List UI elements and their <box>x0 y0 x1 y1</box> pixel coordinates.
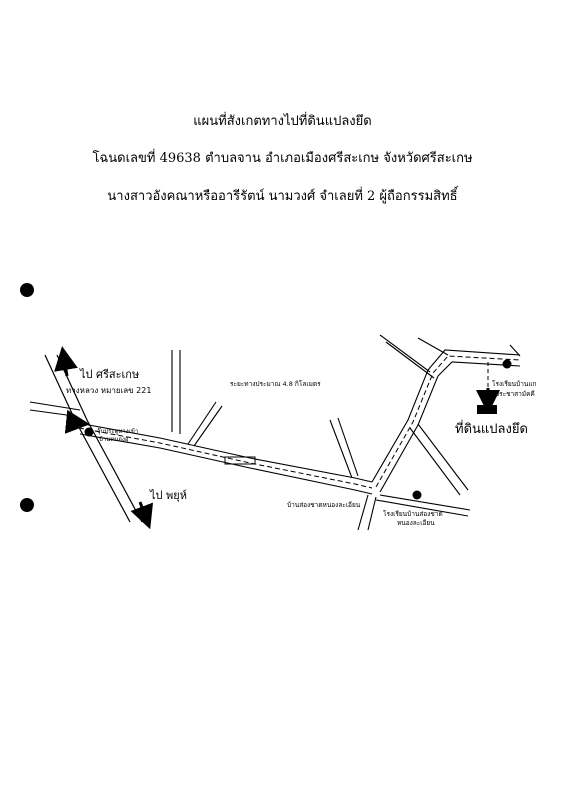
land-marker <box>477 405 497 414</box>
main-route <box>77 422 373 495</box>
label-junction-1: จุ๊บประตูทางเข้า <box>97 428 138 435</box>
school-marker-1 <box>412 490 422 500</box>
deed-info: โฉนดเลขที่ 49638 ตำบลจาน อำเภอเมืองศรีสะ… <box>92 151 473 166</box>
arrow-to-phayu <box>130 501 154 530</box>
punch-hole-bottom <box>20 498 34 512</box>
label-school1-1: โรงเรียนบ้านส่องชาด <box>383 510 443 518</box>
junction-marker <box>84 427 94 437</box>
label-land: ที่ดินแปลงยึด <box>455 420 528 437</box>
label-distance: ระยะทางประมาณ 4.8 กิโลเมตร <box>230 380 321 388</box>
other-roads <box>357 334 521 531</box>
route-map: ไป ศรีสะเกษ ทางหลวง หมายเลข 221 ไป พยุห์… <box>29 334 537 531</box>
label-junction-2: บ้านหนองอู <box>99 436 129 443</box>
arrow-entrance <box>64 409 90 434</box>
label-to-sisaket: ไป ศรีสะเกษ <box>79 368 139 381</box>
punch-hole-top <box>20 283 34 297</box>
label-school2-2: ประชาสามัคคี <box>495 390 535 398</box>
label-village: บ้านส่องชาดหนองละเอียน <box>287 501 361 509</box>
school-marker-2 <box>502 359 512 369</box>
map-title: แผนที่สังเกตทางไปที่ดินแปลงยึด <box>193 114 372 129</box>
arrow-to-sisaket <box>54 346 78 377</box>
route-to-land <box>371 349 521 493</box>
label-school1-2: หนองละเอียน <box>397 519 435 527</box>
roadside-building <box>224 456 256 465</box>
label-to-phayu: ไป พยุห์ <box>149 489 187 502</box>
label-school2-1: โรงเรียนบ้านแก <box>492 380 537 388</box>
label-highway: ทางหลวง หมายเลข 221 <box>66 386 151 395</box>
side-roads-north <box>171 350 359 479</box>
owner-info: นางสาวอังคณาหรืออารีรัตน์ นามวงศ์ จำเลยท… <box>107 189 458 204</box>
